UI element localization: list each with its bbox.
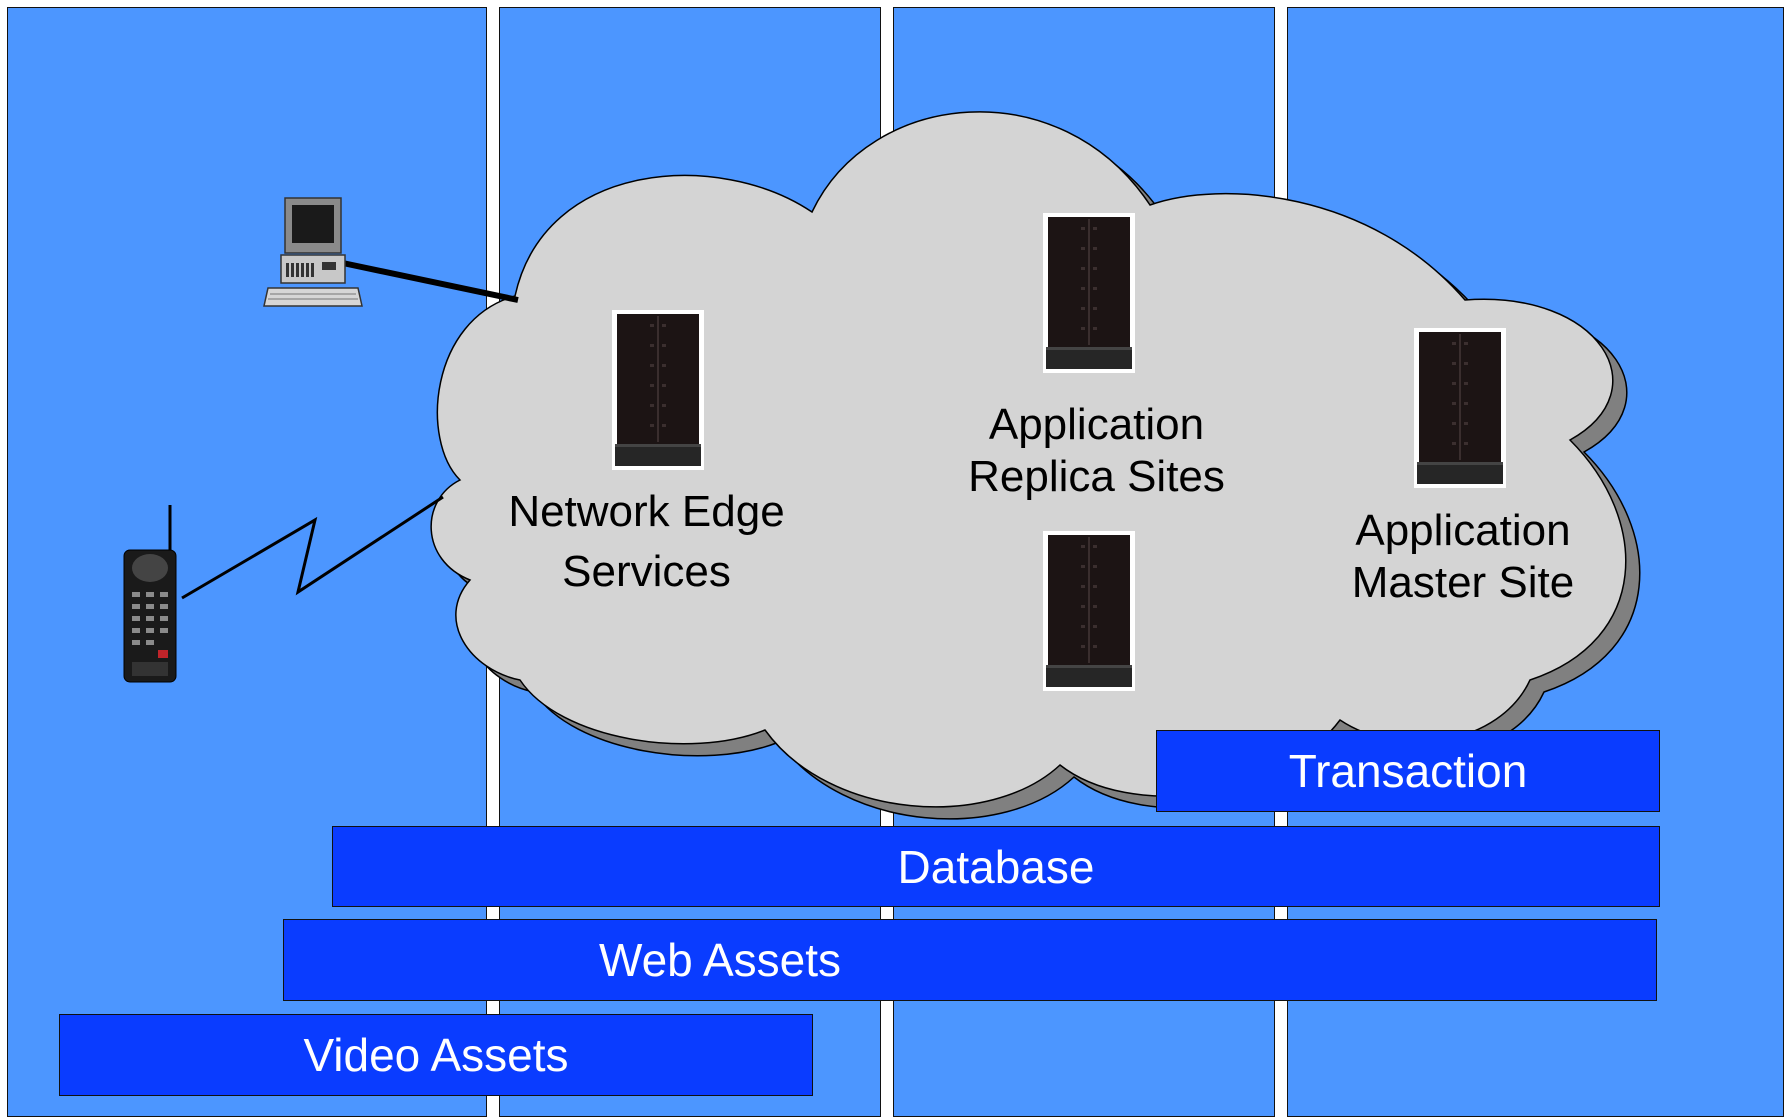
desktop-computer-icon [263,197,363,307]
cordless-phone-icon [123,505,177,683]
server-tower-icon [1042,530,1136,692]
server-tower-icon [1042,212,1136,374]
wireless-link-line [181,495,444,600]
network-edge-services-label: Network Edge Services [508,487,785,596]
database-label: Database [897,840,1095,893]
application-master-site-label: Application Master Site [1351,506,1575,607]
server-tower-icon [1413,327,1507,489]
database-bar: Database [332,826,1660,907]
application-replica-sites-label: Application Replica Sites [968,400,1225,501]
server-tower-icon [611,309,705,471]
transaction-bar: Transaction [1156,730,1660,812]
video-assets-bar: Video Assets [59,1014,813,1096]
computer-link-line [337,259,519,303]
video-assets-label: Video Assets [303,1029,569,1081]
web-assets-label: Web Assets [599,934,842,986]
transaction-label: Transaction [1288,745,1528,797]
web-assets-bar: Web Assets [283,919,1657,1001]
